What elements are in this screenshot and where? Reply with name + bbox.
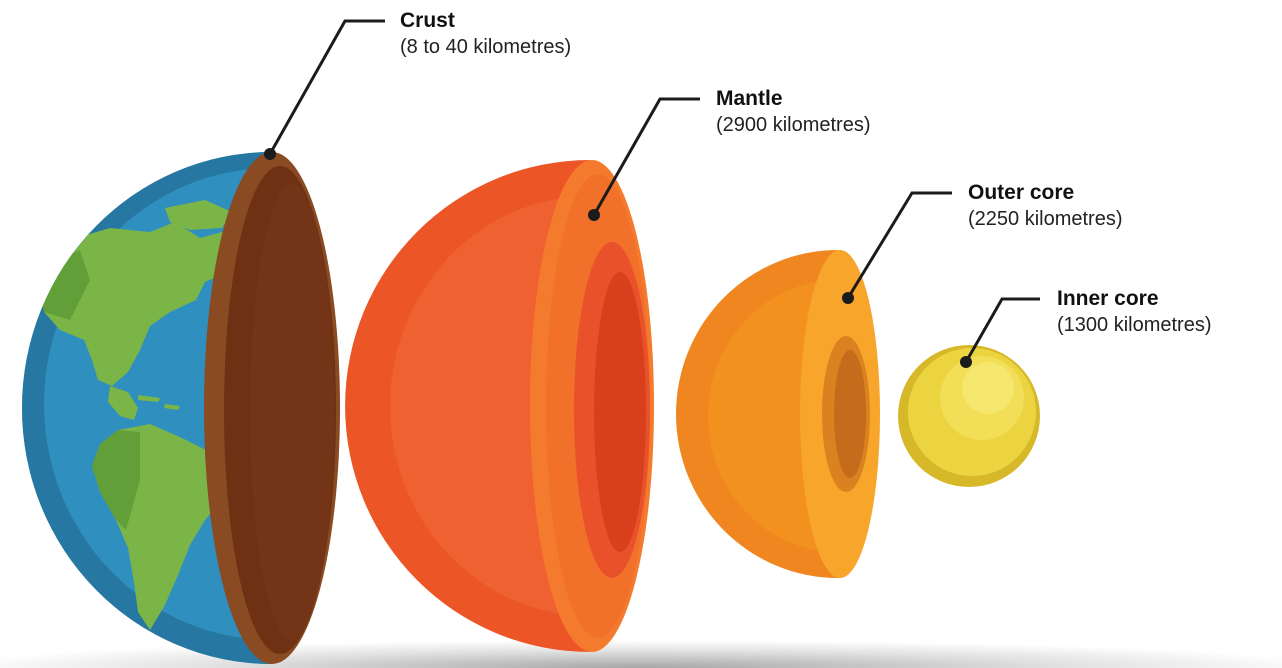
- mantle-shape: [345, 160, 654, 652]
- crust-leader-line: [270, 21, 385, 154]
- mantle-name: Mantle: [716, 85, 871, 112]
- inner-core-label: Inner core (1300 kilometres): [1057, 285, 1212, 338]
- inner-core-thickness: (1300 kilometres): [1057, 312, 1212, 338]
- inner-core-glare: [962, 362, 1014, 414]
- inner-core-name: Inner core: [1057, 285, 1212, 312]
- crust-inner-shade: [250, 184, 334, 640]
- mantle-leader-dot: [588, 209, 600, 221]
- crust-leader-dot: [264, 148, 276, 160]
- inner-core-leader-dot: [960, 356, 972, 368]
- outer-core-label: Outer core (2250 kilometres): [968, 179, 1123, 232]
- earth-crust-shape: [22, 152, 340, 664]
- outer-core-name: Outer core: [968, 179, 1123, 206]
- mantle-thickness: (2900 kilometres): [716, 112, 871, 138]
- crust-name: Crust: [400, 7, 571, 34]
- mantle-hollow-inner: [594, 272, 646, 552]
- outer-core-leader-dot: [842, 292, 854, 304]
- mantle-label: Mantle (2900 kilometres): [716, 85, 871, 138]
- outer-core-thickness: (2250 kilometres): [968, 206, 1123, 232]
- crust-label: Crust (8 to 40 kilometres): [400, 7, 571, 60]
- outer-core-hollow-inner: [834, 350, 866, 478]
- crust-thickness: (8 to 40 kilometres): [400, 34, 571, 60]
